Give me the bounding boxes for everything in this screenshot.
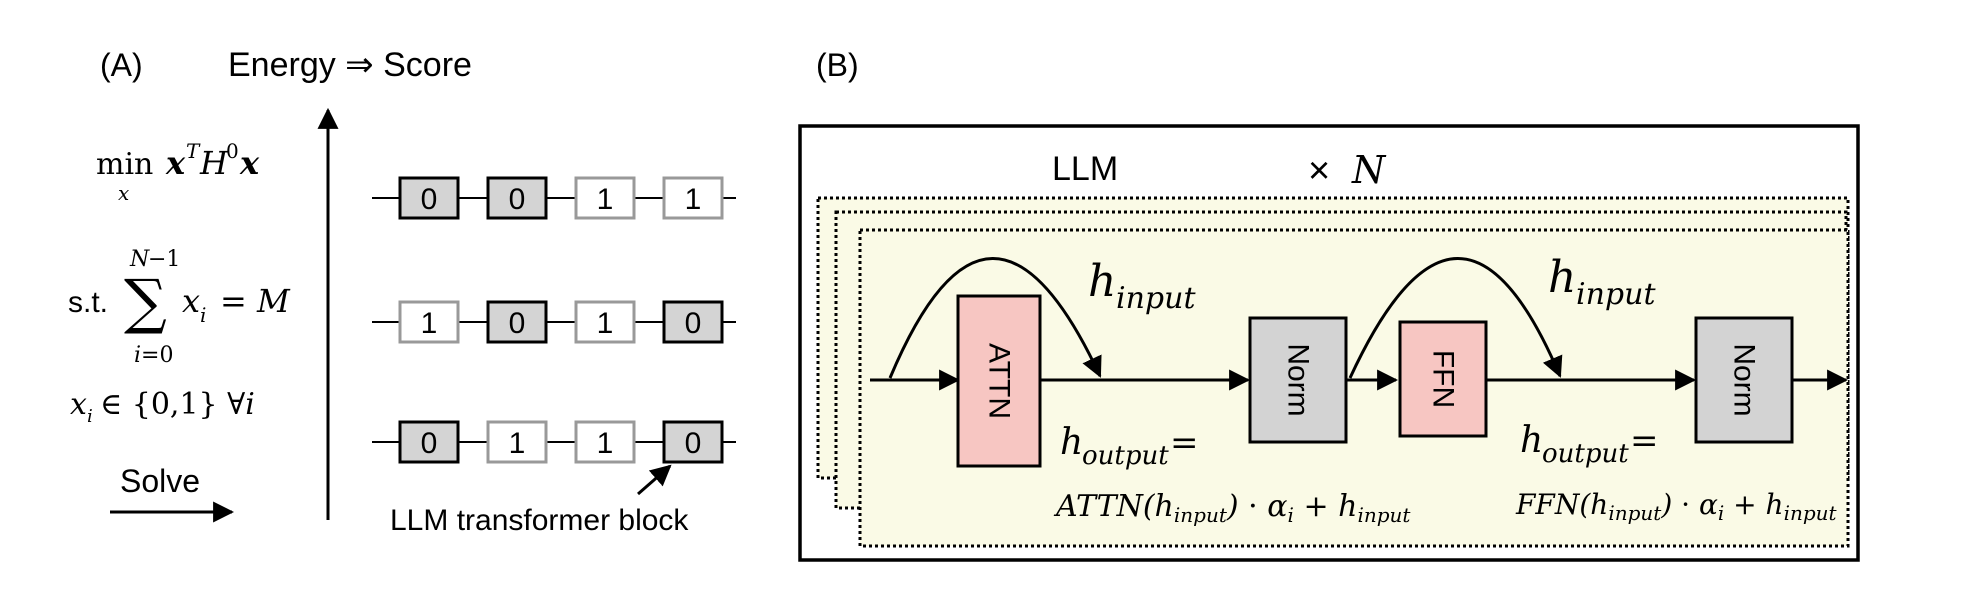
norm-block-2: Norm (1694, 316, 1794, 444)
transformer-block (398, 176, 460, 220)
svg-text:∑: ∑ (124, 267, 167, 337)
block-caption-arrow (637, 464, 672, 496)
svg-text:output: output (1082, 441, 1169, 471)
svg-text:h: h (1548, 252, 1576, 303)
transformer-block-bit: 1 (597, 183, 614, 216)
panel-a-label: (A) (100, 47, 143, 83)
block-caption: LLM transformer block (390, 504, 689, 537)
svg-text:H: H (199, 144, 229, 182)
svg-text:i: i (200, 303, 206, 327)
attn-residual-arc (888, 257, 1102, 379)
llm-label: LLM (1052, 150, 1118, 188)
svg-text:x: x (70, 387, 87, 422)
svg-text:x: x (165, 144, 186, 182)
transformer-block (662, 176, 724, 220)
transformer-block (398, 420, 460, 464)
transformer-block (486, 420, 548, 464)
svg-text:s.t.: s.t. (68, 286, 108, 319)
attn-label: ATTN (983, 343, 1016, 419)
svg-text:0: 0 (226, 139, 239, 163)
svg-text:output: output (1542, 439, 1629, 469)
h-input-label-attn: h input (1088, 256, 1196, 316)
objective-formula: min x x T H 0 x (96, 139, 260, 205)
transformer-block-bit: 0 (685, 427, 702, 460)
svg-text:N: N (129, 247, 150, 272)
svg-text:h: h (1060, 422, 1083, 463)
transformer-block-bit: 0 (509, 307, 526, 340)
svg-text:T: T (186, 139, 201, 163)
transformer-block-bit: 0 (421, 183, 438, 216)
svg-text:x: x (118, 181, 129, 205)
ffn-block: FFN (1398, 320, 1488, 438)
svg-text:h: h (1520, 420, 1543, 461)
solve-label: Solve (120, 463, 200, 499)
svg-text:i: i (87, 406, 93, 427)
panel-a: (A) Energy ⇒ Score min x x T H 0 x N −1 … (68, 46, 736, 537)
transformer-block-bit: 1 (421, 307, 438, 340)
h-output-attn-equation: h output = ATTN(hinput) · αi + hinput (1053, 422, 1411, 527)
transformer-block-bit: 1 (597, 427, 614, 460)
transformer-block (486, 300, 548, 344)
svg-text:=: = (1630, 421, 1659, 461)
transformer-block-bit: 0 (509, 183, 526, 216)
transformer-block-bit: 1 (509, 427, 526, 460)
transformer-block (486, 176, 548, 220)
svg-text:∈ {0,1} ∀i: ∈ {0,1} ∀i (100, 387, 255, 422)
svg-text:input: input (1576, 277, 1656, 312)
h-input-label-ffn: h input (1548, 252, 1656, 312)
svg-text:=: = (1170, 423, 1199, 463)
binary-constraint: x i ∈ {0,1} ∀i (70, 387, 255, 427)
ffn-residual-arc (1348, 257, 1563, 379)
transformer-block-bit: 1 (685, 183, 702, 216)
svg-text:i=0: i=0 (134, 343, 173, 368)
constraint-formula: N −1 s.t. ∑ x i = M i=0 (68, 247, 291, 368)
repeat-n-label: × N (1308, 148, 1387, 192)
svg-text:x: x (239, 144, 260, 182)
transformer-block-bit: 0 (421, 427, 438, 460)
attn-block: ATTN (956, 294, 1042, 468)
svg-text:ATTN(hinput) · αi + hinput: ATTN(hinput) · αi + hinput (1053, 489, 1411, 527)
panel-a-title: Energy ⇒ Score (228, 46, 472, 84)
svg-text:−1: −1 (148, 247, 180, 272)
panel-b-label: (B) (816, 47, 859, 83)
ffn-label: FFN (1427, 350, 1460, 408)
panel-b: (B) LLM × N ATTN Norm FFN (798, 47, 1860, 562)
transformer-block-bit: 0 (685, 307, 702, 340)
svg-text:input: input (1116, 281, 1196, 316)
svg-text:x: x (182, 282, 200, 320)
norm-label-2: Norm (1728, 343, 1761, 416)
svg-text:h: h (1088, 256, 1116, 307)
svg-text:= M: = M (220, 282, 291, 320)
norm-block-1: Norm (1248, 316, 1348, 444)
norm-label-1: Norm (1282, 343, 1315, 416)
transformer-block (574, 176, 636, 220)
svg-text:N: N (1351, 148, 1387, 192)
svg-text:min: min (96, 147, 153, 182)
transformer-block-bit: 1 (597, 307, 614, 340)
transformer-block (574, 300, 636, 344)
svg-text:×: × (1308, 150, 1330, 192)
transformer-block (574, 420, 636, 464)
transformer-block (398, 300, 460, 344)
transformer-block (662, 420, 724, 464)
block-rows: 0 0 1 1 1 0 1 0 0 1 1 0 (372, 176, 736, 464)
transformer-block (662, 300, 724, 344)
optimization-problem: min x x T H 0 x N −1 s.t. ∑ x i = M i=0 … (68, 139, 291, 427)
